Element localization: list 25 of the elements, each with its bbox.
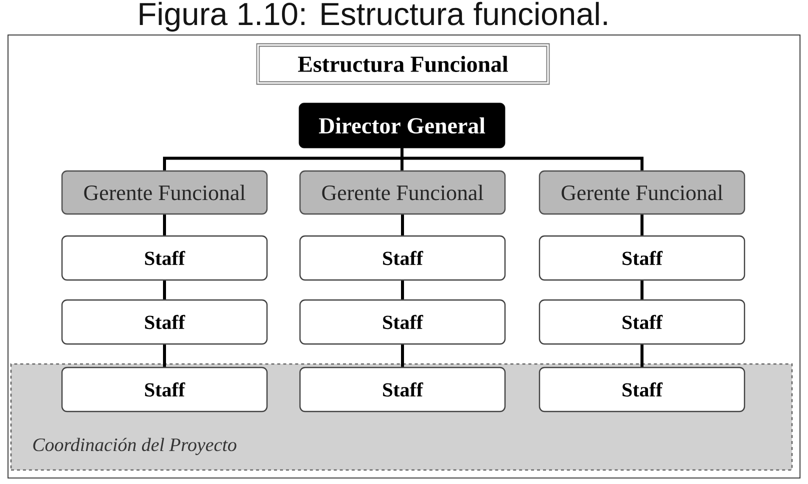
director-box: Director General [298,102,506,148]
staff-box: Staff [299,299,506,345]
connector-line [163,280,166,300]
title-box: Estructura Funcional [256,43,550,85]
staff-box: Staff [538,299,746,345]
staff-box: Staff [61,235,268,281]
connector-line [640,280,644,300]
manager-box: Gerente Funcional [61,170,268,215]
connector-line [163,214,166,236]
connector-line [401,280,404,300]
manager-box: Gerente Funcional [299,170,506,215]
staff-box: Staff [61,366,268,412]
caption: Figura 1.10: Estructura funcional. [140,2,607,32]
staff-box: Staff [299,366,506,412]
connector-line [640,344,644,367]
connector-line [163,344,166,367]
staff-box: Staff [538,235,746,281]
staff-box: Staff [538,366,746,412]
staff-box: Staff [299,235,506,281]
connector-line [640,214,644,236]
staff-box: Staff [61,299,268,345]
manager-box: Gerente Funcional [538,170,746,215]
connector-line [401,344,404,367]
connector-line [400,148,644,170]
connector-line [401,214,404,236]
